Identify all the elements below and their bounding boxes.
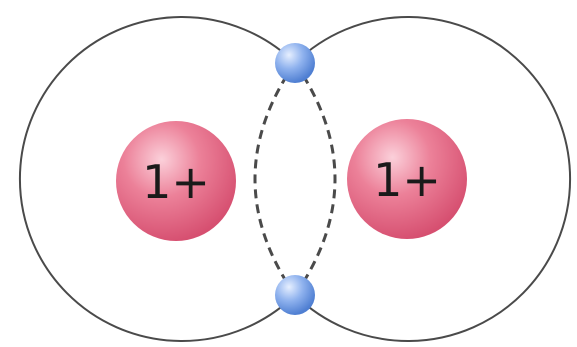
left-nucleus: 1+ bbox=[116, 121, 236, 241]
right-electron-shell bbox=[294, 16, 572, 342]
left-nucleus-charge: 1+ bbox=[142, 155, 210, 209]
right-nucleus: 1+ bbox=[347, 119, 467, 239]
right-nucleus-charge: 1+ bbox=[373, 153, 441, 207]
left-electron-shell bbox=[18, 16, 296, 342]
left-bond-orbit bbox=[253, 62, 297, 296]
right-bond-orbit bbox=[293, 62, 337, 296]
top-shared-electron bbox=[275, 43, 315, 83]
bottom-shared-electron bbox=[275, 275, 315, 315]
